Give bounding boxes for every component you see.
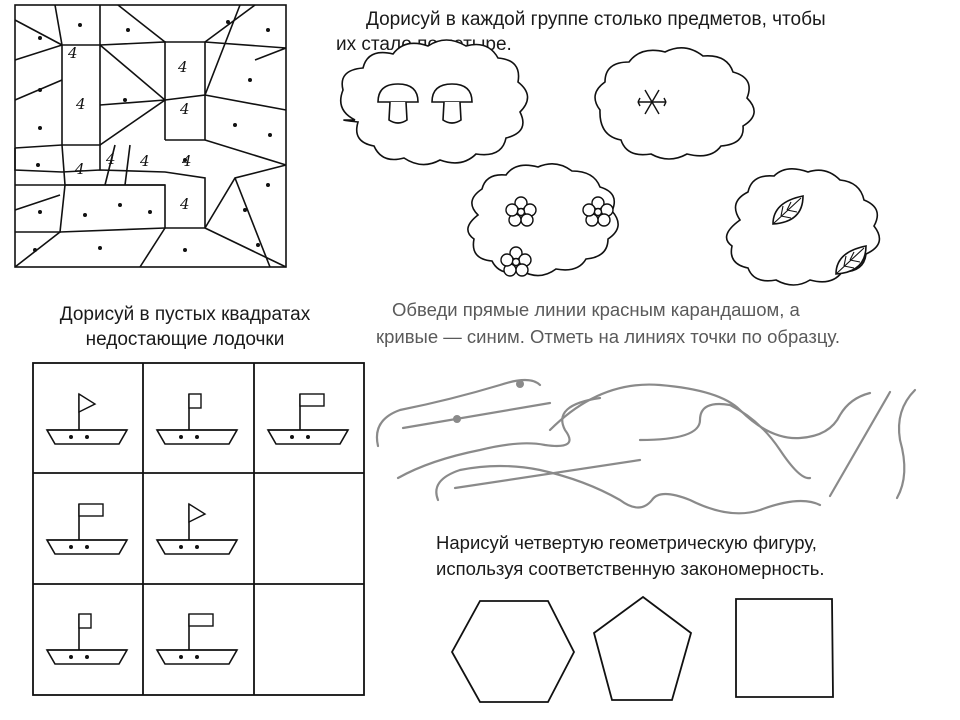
cloud-leaves	[725, 168, 881, 286]
lines-task-line1: Обведи прямые линии красным карандашом, …	[392, 299, 800, 320]
mosaic-frame	[14, 4, 287, 268]
hexagon-shape	[450, 600, 576, 703]
mosaic-digit: 4	[180, 195, 190, 213]
boats-task-title: Дорисуй в пустых квадратах недостающие л…	[40, 302, 330, 352]
sample-point	[516, 380, 524, 388]
shapes-task-title: Нарисуй четвертую геометрическую фигуру,…	[436, 530, 825, 582]
sample-point	[453, 415, 461, 423]
snowflake-icon	[637, 89, 667, 115]
cloud-snowflake	[594, 47, 755, 160]
boats-task-line2: недостающие лодочки	[85, 329, 285, 350]
pentagon-shape	[592, 595, 693, 701]
mosaic-digit: 4	[68, 44, 78, 62]
lines-task-line2: кривые — синим. Отметь на линиях точки п…	[376, 326, 840, 347]
shapes-task-line2: используя соответственную закономерность…	[436, 558, 825, 579]
clouds-task-line1: Дорисуй в каждой группе столько предмето…	[366, 9, 826, 30]
mosaic-digit: 4	[75, 160, 85, 178]
mosaic-digit: 4	[178, 58, 188, 76]
boats-grid-frame	[32, 362, 365, 696]
mosaic-digit: 4	[140, 152, 150, 170]
cloud-flowers	[467, 163, 619, 277]
mosaic-digit: 4	[182, 152, 192, 170]
shapes-task-line1: Нарисуй четвертую геометрическую фигуру,	[436, 532, 817, 553]
square-shape	[735, 598, 834, 698]
mosaic-digit: 4	[180, 100, 190, 118]
boats-task-line1: Дорисуй в пустых квадратах	[59, 304, 311, 325]
mosaic-digit: 4	[106, 150, 116, 168]
mosaic-digit: 4	[76, 95, 86, 113]
lines-task-title: Обведи прямые линии красным карандашом, …	[376, 296, 840, 350]
